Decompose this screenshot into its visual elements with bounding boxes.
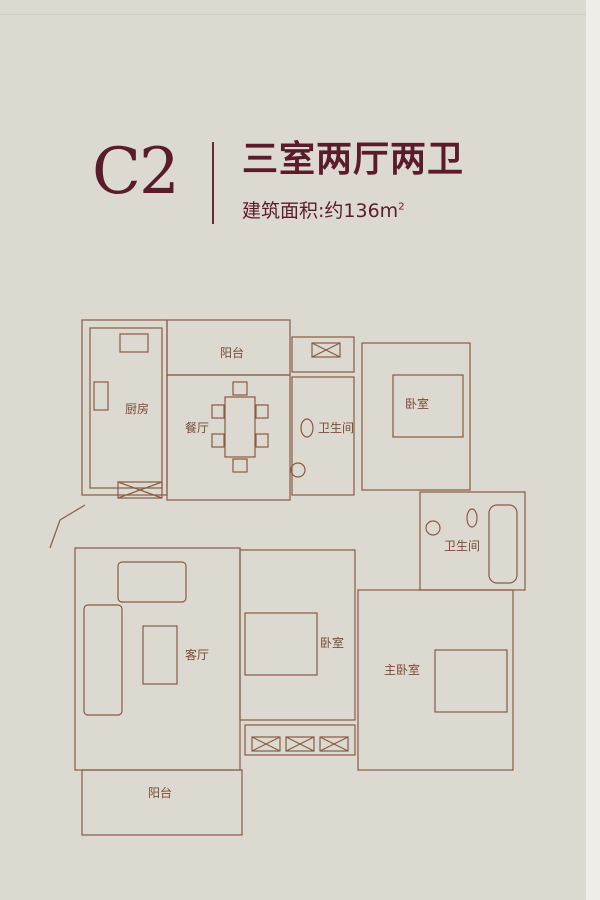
bedroom-1-room: [361, 342, 471, 491]
bedroom-2-room: [239, 549, 356, 721]
chair-icon: [232, 458, 248, 473]
bed-icon: [392, 374, 464, 438]
room-label-bathroom-1: 卫生间: [318, 421, 354, 435]
area-unit: m: [379, 200, 399, 222]
chair-icon: [232, 381, 248, 396]
room-label-living: 客厅: [185, 647, 209, 662]
stove-icon: [93, 381, 109, 411]
kitchen-wall-inner: [89, 327, 163, 489]
room-label-kitchen: 厨房: [125, 401, 149, 416]
room-label-dining: 餐厅: [185, 420, 209, 435]
toilet-icon: [300, 418, 314, 438]
layout-type: 三室两厅两卫: [242, 139, 465, 180]
room-label-bedroom-2: 卧室: [320, 635, 344, 650]
chair-icon: [211, 404, 225, 419]
divider-line: [0, 14, 586, 15]
chair-icon: [255, 433, 269, 448]
living-room: [74, 547, 241, 771]
bathroom-1-room: [291, 376, 355, 496]
title-divider: [212, 142, 214, 224]
bed-icon: [244, 612, 318, 676]
floor-area: 建筑面积:约136m2: [242, 202, 405, 221]
room-label-balcony-bottom: 阳台: [148, 785, 172, 800]
shaft-top: [291, 336, 355, 373]
area-value: 约136: [324, 200, 380, 222]
closet-strip: [244, 724, 356, 756]
chair-icon: [211, 433, 225, 448]
kitchen-sink-icon: [119, 333, 149, 353]
bathtub: [488, 504, 518, 584]
dining-table-icon: [224, 396, 256, 458]
room-label-bedroom-1: 卧室: [405, 396, 429, 411]
balcony-bottom-room: [81, 769, 243, 836]
coffee-table-icon: [142, 625, 178, 685]
shaft-x-icon: [117, 342, 349, 752]
entrance-door-icon: [49, 504, 86, 549]
sofa-icon: [117, 561, 187, 603]
room-label-bathroom-2: 卫生间: [444, 539, 480, 553]
sofa-icon: [83, 604, 123, 716]
room-label-master-bedroom: 主卧室: [384, 662, 420, 677]
area-label: 建筑面积:: [242, 200, 325, 222]
bed-icon: [434, 649, 508, 713]
chair-icon: [255, 404, 269, 419]
sink-icon: [290, 462, 306, 478]
dining-room: [166, 374, 291, 501]
page-edge: [586, 0, 600, 900]
master-bedroom-room: [357, 589, 514, 771]
sink-icon: [425, 520, 441, 536]
room-label-balcony-top: 阳台: [220, 345, 244, 360]
area-unit-sup: 2: [398, 201, 405, 213]
toilet-icon: [466, 508, 478, 528]
unit-code: C2: [92, 135, 180, 209]
